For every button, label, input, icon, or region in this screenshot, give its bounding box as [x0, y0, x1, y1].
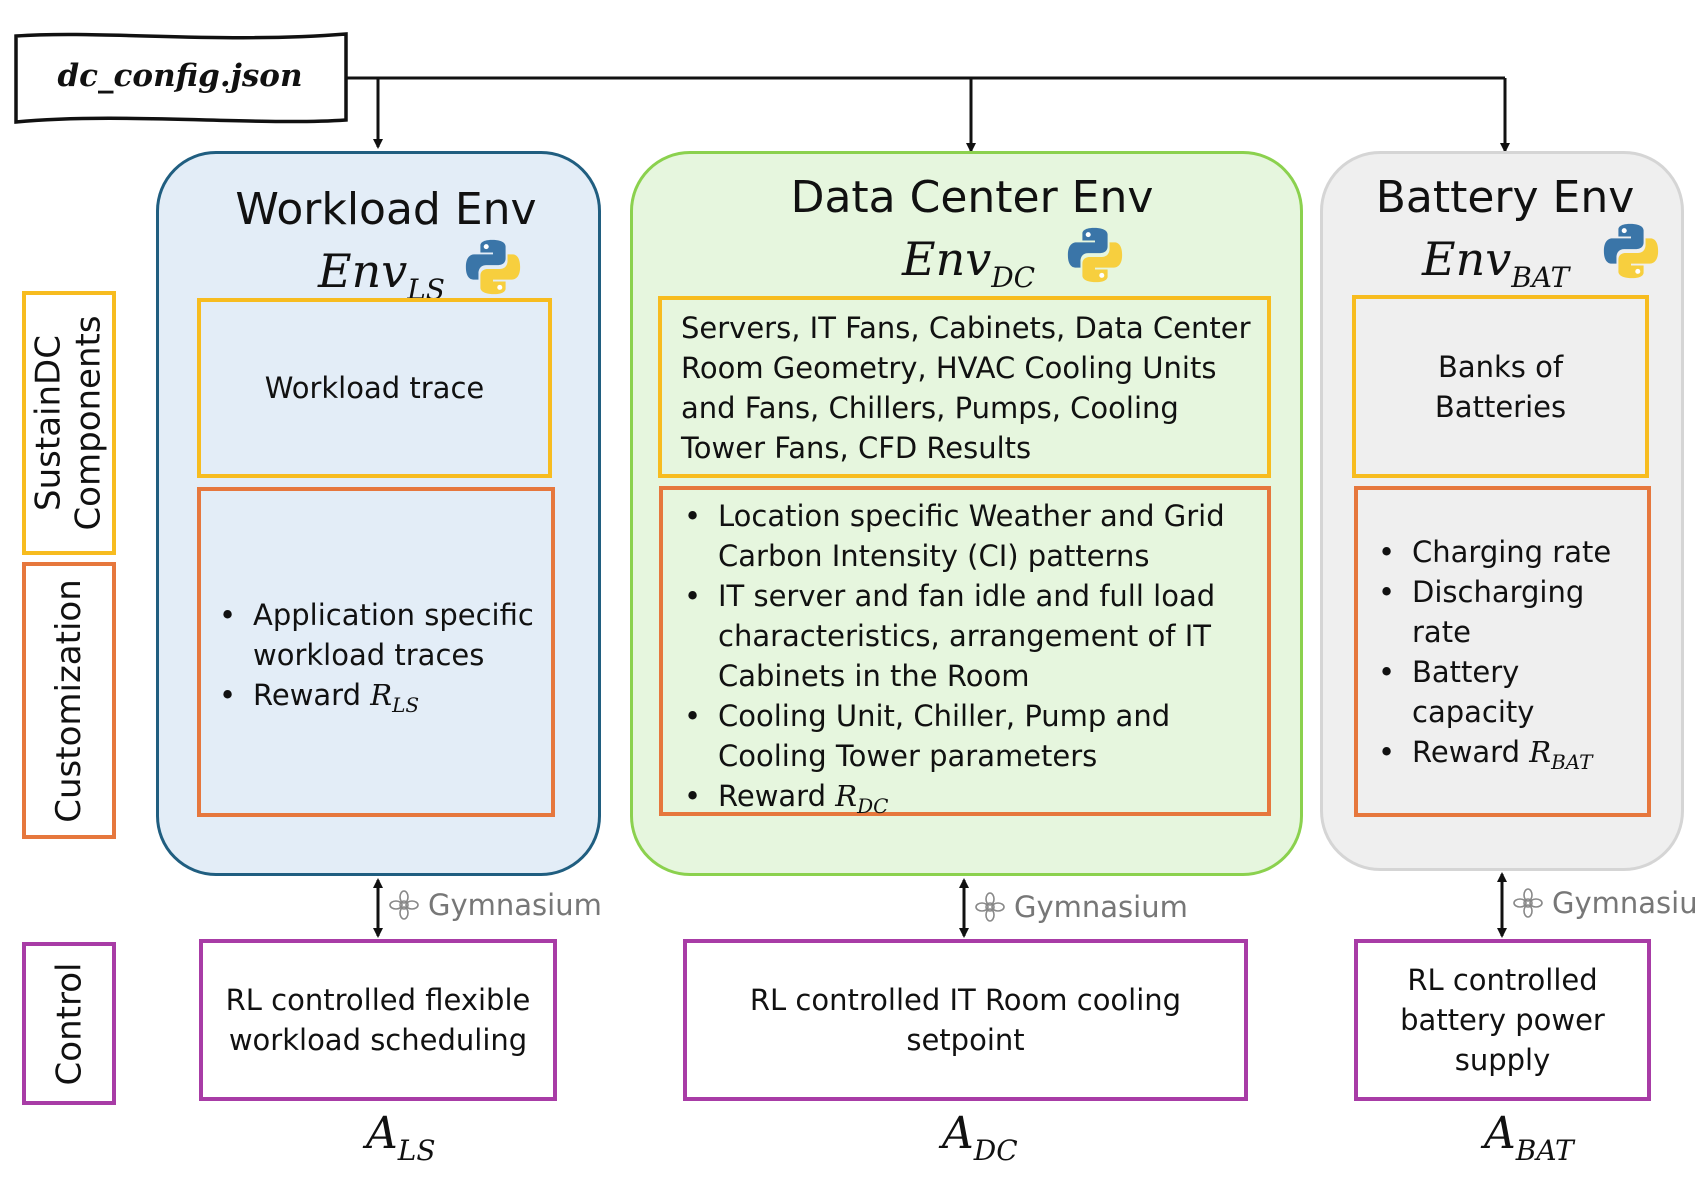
- workload-env-symbol: EnvLS: [318, 244, 445, 306]
- gymnasium-logo-icon: [1513, 888, 1543, 918]
- dc-env-title: Data Center Env: [790, 172, 1154, 223]
- list-item: Charging rate: [1374, 532, 1639, 572]
- battery-env-title: Battery Env: [1375, 172, 1635, 223]
- gymnasium-arrows: [373, 872, 1507, 938]
- workload-component-text: Workload trace: [264, 371, 485, 405]
- battery-customization-list: Charging rate Discharging rate Battery c…: [1374, 532, 1639, 782]
- python-logo-icon: [1600, 220, 1662, 286]
- gymnasium-label-ls: Gymnasium: [388, 888, 602, 922]
- config-document-shape: [14, 32, 348, 124]
- list-item: Application specific workload traces: [215, 595, 541, 675]
- action-symbol-bat: ABAT: [1484, 1108, 1574, 1167]
- battery-components-box: Banks of Batteries: [1352, 295, 1649, 478]
- action-symbol-dc: ADC: [942, 1108, 1018, 1167]
- list-item: Cooling Unit, Chiller, Pump and Cooling …: [680, 696, 1257, 776]
- workload-customization-list: Application specific workload traces Rew…: [215, 595, 541, 725]
- dc-env-symbol: EnvDC: [902, 232, 1036, 294]
- action-symbol-ls: ALS: [366, 1108, 436, 1167]
- config-distribution-lines: [346, 76, 1510, 153]
- config-file-label: dc_config.json: [57, 58, 303, 94]
- list-item: Discharging rate: [1374, 572, 1639, 652]
- workload-components-box: Workload trace: [197, 298, 552, 478]
- list-item: Reward RBAT: [1374, 732, 1639, 782]
- python-logo-icon: [1064, 224, 1126, 290]
- dc-control-box: RL controlled IT Room cooling setpoint: [683, 939, 1248, 1101]
- gymnasium-label-dc: Gymnasium: [974, 890, 1188, 924]
- side-label-components: SustainDC Components: [22, 291, 116, 555]
- battery-customization-box: Charging rate Discharging rate Battery c…: [1354, 486, 1651, 817]
- list-item: IT server and fan idle and full load cha…: [680, 576, 1257, 696]
- list-item: Reward RLS: [215, 675, 541, 725]
- battery-component-text: Banks of Batteries: [1434, 349, 1567, 424]
- side-label-control: Control: [22, 942, 116, 1105]
- dc-customization-list: Location specific Weather and Grid Carbo…: [680, 496, 1257, 826]
- list-item: Location specific Weather and Grid Carbo…: [680, 496, 1257, 576]
- dc-components-box: Servers, IT Fans, Cabinets, Data Center …: [658, 296, 1271, 478]
- workload-customization-box: Application specific workload traces Rew…: [197, 487, 555, 817]
- dc-customization-box: Location specific Weather and Grid Carbo…: [659, 486, 1271, 818]
- workload-env-panel: [156, 151, 601, 876]
- list-item: Battery capacity: [1374, 652, 1639, 732]
- battery-control-box: RL controlled battery power supply: [1354, 939, 1651, 1101]
- dc-component-text: Servers, IT Fans, Cabinets, Data Center …: [681, 311, 1251, 465]
- list-item: Reward RDC: [680, 776, 1257, 826]
- python-logo-icon: [462, 236, 524, 302]
- gymnasium-logo-icon: [389, 890, 419, 920]
- gymnasium-label-bat: Gymnasium: [1512, 886, 1700, 920]
- gymnasium-logo-icon: [975, 892, 1005, 922]
- workload-control-box: RL controlled flexible workload scheduli…: [199, 939, 557, 1101]
- workload-env-title: Workload Env: [235, 184, 537, 235]
- side-label-customization: Customization: [22, 562, 116, 839]
- battery-env-symbol: EnvBAT: [1422, 232, 1570, 294]
